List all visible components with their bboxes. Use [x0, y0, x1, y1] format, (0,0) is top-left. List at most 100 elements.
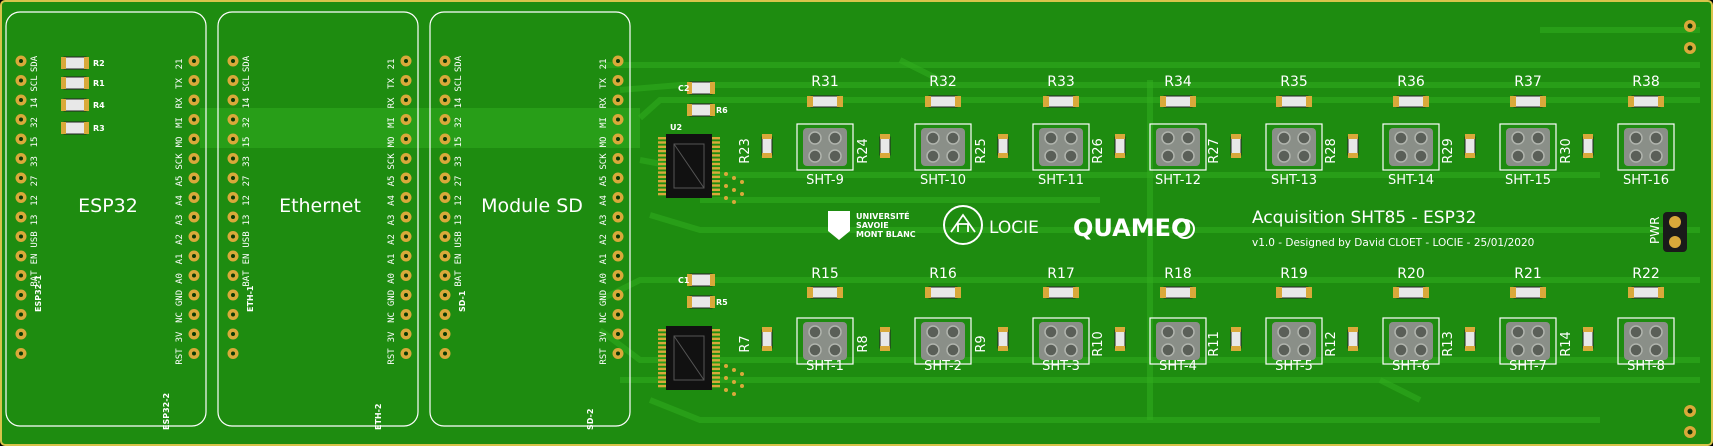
copper-trace	[1378, 377, 1422, 403]
sensor-pin	[1629, 343, 1643, 357]
chip-pin	[658, 149, 666, 153]
via	[740, 372, 744, 376]
sensor-pin	[828, 131, 842, 145]
pad-hole	[19, 78, 23, 83]
chip-pin	[712, 175, 720, 179]
series-label: R30	[1559, 138, 1574, 164]
pin-label: A3	[387, 215, 397, 226]
pin-label: A0	[387, 273, 397, 284]
pullup-resistor	[1046, 286, 1076, 299]
pad-hole	[192, 117, 196, 122]
pin-label: 3V	[599, 331, 609, 342]
pin-label: RX	[175, 97, 185, 108]
pad-hole	[443, 215, 447, 219]
pin-label: A5	[599, 176, 609, 187]
pad-hole	[404, 215, 408, 219]
sensor-pin	[808, 343, 822, 357]
pad-hole	[616, 351, 620, 356]
series-resistor	[1464, 329, 1476, 349]
pin-label: RX	[387, 97, 397, 108]
series-resistor	[1114, 136, 1126, 156]
series-resistor	[761, 329, 773, 349]
pin-label: BAT	[454, 270, 464, 287]
pad-hole	[231, 59, 235, 63]
chip-pin	[658, 145, 666, 148]
resistor-pad	[998, 346, 1008, 351]
resistor-pad	[84, 122, 89, 134]
chip-pin	[712, 372, 720, 375]
sensor-pin	[1531, 131, 1545, 145]
sensor-pin	[1297, 149, 1311, 163]
sensor-pin	[1511, 343, 1525, 357]
cap-pad	[710, 82, 715, 94]
sensor-outline	[1149, 123, 1207, 171]
pad-hole	[192, 195, 196, 200]
series-label: R29	[1441, 138, 1456, 164]
series-resistor	[997, 329, 1009, 349]
pad-hole	[192, 351, 196, 356]
pad-hole	[19, 98, 23, 102]
chip-pin	[658, 154, 666, 157]
resistor-label: R4	[93, 101, 105, 110]
sensor-pin	[926, 325, 940, 339]
resistor-pad	[1306, 287, 1312, 298]
smd-cap	[689, 103, 713, 117]
pin-label: BAT	[30, 270, 40, 287]
pad-hole	[231, 176, 235, 180]
via	[732, 368, 736, 372]
series-resistor	[879, 329, 891, 349]
sensor-body	[1506, 128, 1550, 166]
sensor-outline	[1499, 317, 1557, 365]
pad-hole	[192, 234, 196, 239]
pullup-label: R38	[1632, 74, 1660, 90]
board-title: Acquisition SHT85 - ESP32	[1252, 208, 1476, 228]
pin-label: 13	[30, 215, 40, 226]
module-outline	[217, 11, 419, 427]
pad-hole	[443, 332, 447, 336]
chip-pin	[658, 337, 666, 340]
resistor-pad	[762, 346, 772, 351]
resistor-pad	[925, 287, 931, 298]
pin-label: SCK	[175, 153, 185, 170]
pin-label: MI	[599, 117, 609, 128]
resistor-pad	[1583, 153, 1593, 158]
cap-pad	[687, 104, 692, 116]
module-slot: SDASCL14321533271213USBENBAT21TXRXMIMOSC…	[429, 11, 631, 430]
locie-leaf-icon	[943, 205, 983, 245]
sensor-label: SHT-3	[1042, 359, 1080, 374]
pullup-resistor	[928, 95, 958, 108]
pin-label: A3	[599, 215, 609, 226]
series-label: R12	[1324, 331, 1339, 357]
resistor-pad	[807, 287, 813, 298]
pin-label: SDA	[242, 55, 252, 72]
pin-label: 13	[242, 215, 252, 226]
chip-pin	[712, 158, 720, 161]
copper-traces	[200, 27, 1700, 423]
pad-hole	[616, 195, 620, 200]
pullup-resistor	[1279, 95, 1309, 108]
chip-pin	[658, 167, 666, 170]
sensor-pin	[926, 343, 940, 357]
locie-house-icon	[950, 213, 976, 233]
module-slot: SDASCL14321533271213USBENBAT21TXRXMIMOSC…	[5, 11, 207, 430]
sensor-pin	[1181, 325, 1195, 339]
pullup-label: R37	[1514, 74, 1542, 90]
cap-pad	[687, 296, 692, 308]
pad-hole	[19, 137, 23, 141]
usmb-logo-text: SAVOIE	[856, 221, 889, 230]
series-resistor	[1582, 329, 1594, 349]
pin-label: A2	[175, 234, 185, 245]
chip-pin	[712, 341, 720, 345]
pad-hole	[443, 156, 447, 161]
chip-pin	[712, 384, 720, 388]
chip-pin	[658, 346, 666, 349]
sensor-pin	[946, 343, 960, 357]
smd-resistor: R4	[61, 98, 105, 112]
chip-pin	[712, 363, 720, 366]
sensor-pin	[1531, 325, 1545, 339]
copper-trace	[619, 82, 1700, 93]
